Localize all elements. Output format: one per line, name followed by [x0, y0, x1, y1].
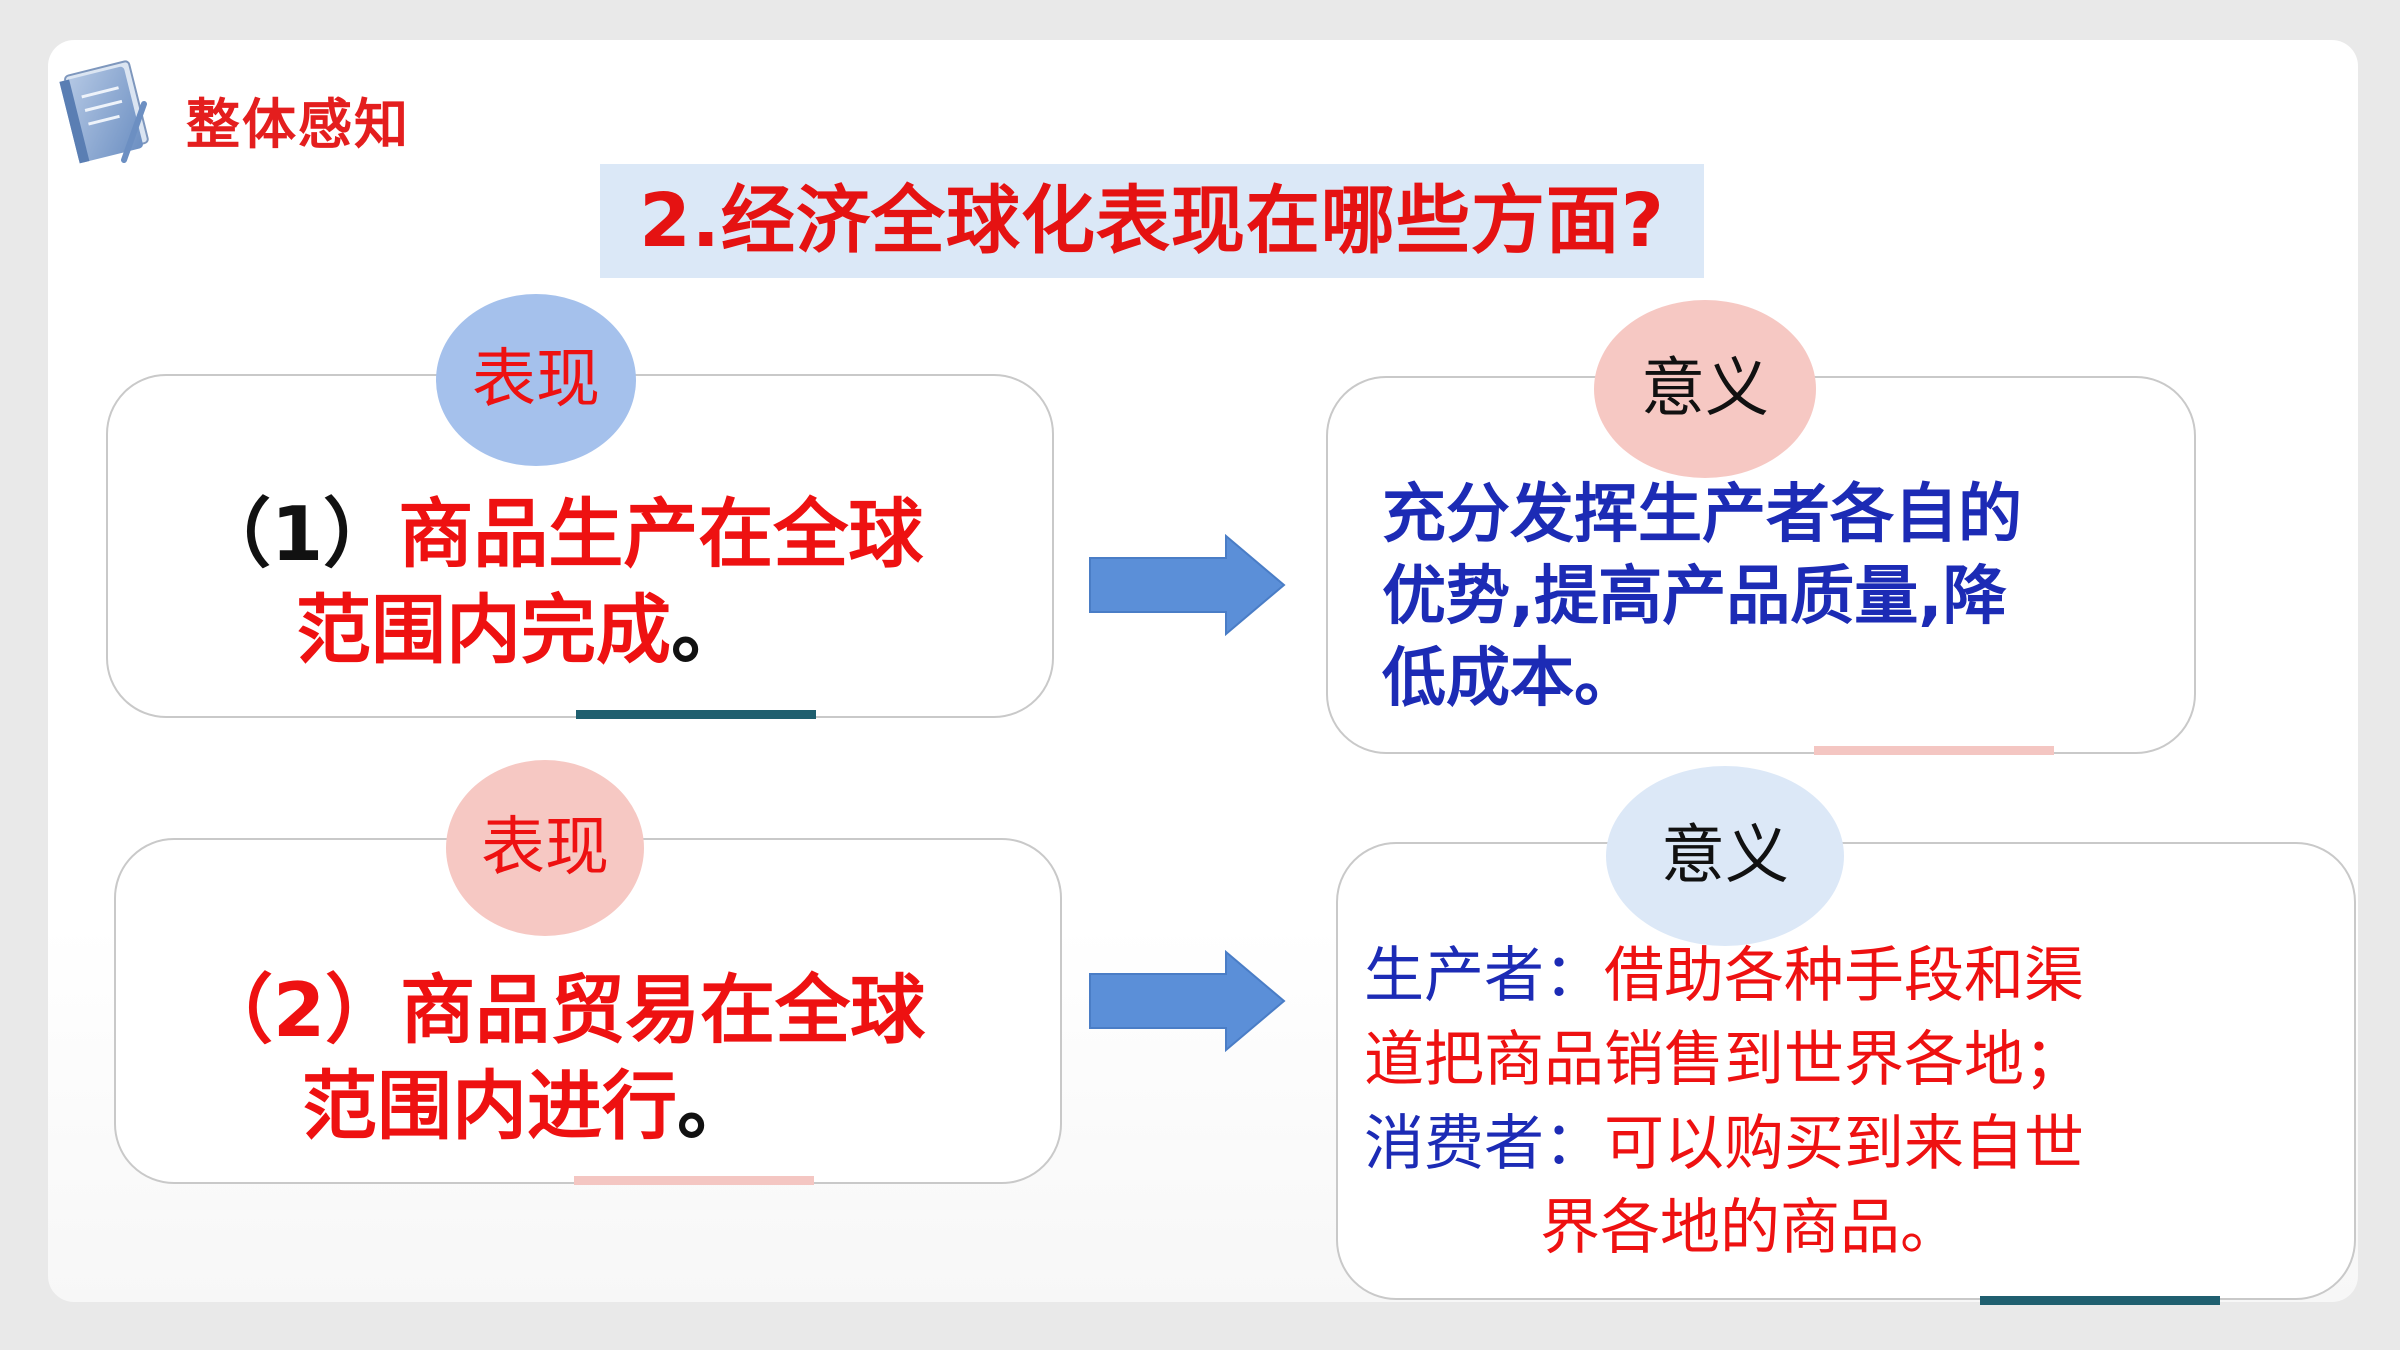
card-underline: [1814, 746, 2054, 755]
card-underline: [574, 1176, 814, 1185]
right-arrow-icon: [1089, 534, 1286, 636]
manifestation-bubble-1: 表现: [436, 294, 636, 466]
right-arrow-icon: [1089, 950, 1286, 1052]
card-underline: [576, 710, 816, 719]
text-line: 低成本。: [1382, 642, 1638, 716]
text-line: 范围内进行: [302, 1062, 678, 1150]
text-line: （2）商品贸易在全球: [198, 966, 926, 1054]
period: 。: [677, 1062, 753, 1150]
significance-text-1: 充分发挥生产者各自的 优势,提高产品质量,降 低成本。: [1382, 474, 2182, 720]
bubble-label: 表现: [481, 811, 609, 885]
significance-bubble-2: 意义: [1606, 766, 1844, 946]
significance-card-2: [1336, 842, 2356, 1300]
text-line: 商品生产在全球: [398, 490, 924, 578]
text-line: 范围内完成: [296, 586, 672, 674]
manifestation-text-1: （1）商品生产在全球 范围内完成。: [196, 486, 1036, 678]
section-title: 整体感知: [186, 93, 410, 156]
text-line: 借助各种手段和渠: [1604, 941, 2084, 1011]
significance-text-2: 生产者：借助各种手段和渠 道把商品销售到世界各地； 消费者：可以购买到来自世 界…: [1364, 934, 2344, 1270]
manifestation-text-2: （2）商品贸易在全球 范围内进行。: [198, 962, 1048, 1154]
card-underline: [1980, 1296, 2220, 1305]
bubble-label: 表现: [472, 343, 600, 417]
producer-label: 生产者：: [1364, 941, 1604, 1011]
bubble-label: 意义: [1661, 819, 1789, 893]
manifestation-bubble-2: 表现: [446, 760, 644, 936]
significance-bubble-1: 意义: [1594, 300, 1816, 478]
notebook-icon: [59, 60, 149, 164]
text-line: 可以购买到来自世: [1604, 1109, 2084, 1179]
text-line: 界各地的商品。: [1540, 1193, 1960, 1263]
period: 。: [671, 586, 747, 674]
text-line: 优势,提高产品质量,降: [1382, 560, 2007, 634]
text-line: 道把商品销售到世界各地；: [1364, 1025, 2084, 1095]
bubble-label: 意义: [1641, 352, 1769, 426]
consumer-label: 消费者：: [1364, 1109, 1604, 1179]
text-line: 充分发挥生产者各自的: [1382, 478, 2022, 552]
item-number: （1）: [196, 490, 399, 578]
question-banner: 2.经济全球化表现在哪些方面?: [600, 164, 1704, 278]
